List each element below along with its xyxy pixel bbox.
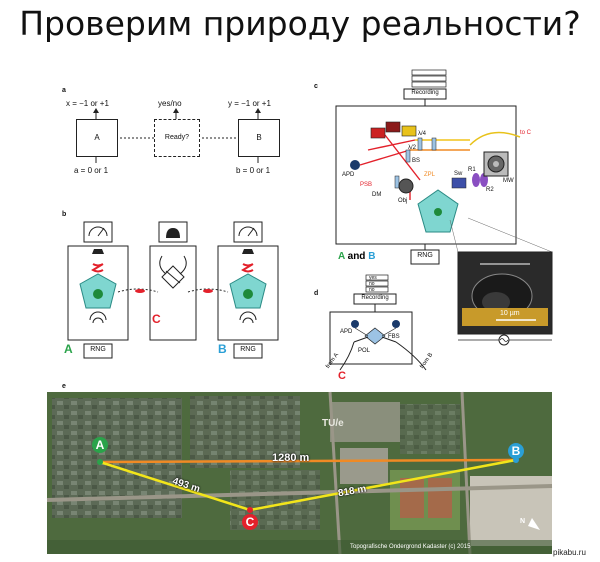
panel-e-letter: e [62, 383, 66, 390]
yes-label: yes [369, 275, 377, 281]
tu-logo-text: TU/e [322, 418, 344, 429]
sw-label: Sw [454, 171, 463, 177]
bs-label: BS [412, 158, 421, 164]
panel-d-label-c: C [338, 370, 346, 382]
north-label: N [520, 518, 526, 525]
party-b-box: B [238, 119, 280, 157]
to-c-label: to C [520, 130, 532, 136]
distance-ab: 1280 m [272, 452, 310, 464]
ready-label: Ready? [164, 134, 190, 141]
quarter-wave-label: λ/4 [418, 131, 427, 137]
recording-c: Recording [411, 90, 439, 96]
a-and-b-and: and [344, 251, 369, 262]
party-a-label: A [94, 133, 100, 142]
psb-label: PSB [360, 182, 373, 188]
map-marker-c-label: C [245, 515, 255, 529]
map-marker-b: B [508, 443, 524, 459]
a-and-b-label: A and B [338, 251, 375, 262]
no-label-2: no [369, 287, 375, 293]
pol-label: POL [358, 348, 371, 354]
party-b-label: B [256, 133, 262, 142]
a-and-b-b: B [368, 251, 376, 262]
x-label: x = −1 or +1 [66, 99, 109, 108]
map-marker-b-label: B [511, 444, 521, 458]
watermark: pikabu.ru [553, 548, 586, 557]
map-marker-a: A [92, 437, 108, 453]
b-input-label: b = 0 or 1 [236, 166, 271, 175]
map-marker-c: C [242, 514, 258, 530]
scale-bar-label: 10 µm [500, 310, 520, 317]
r1-label: R1 [468, 167, 476, 173]
r2-label: R2 [486, 187, 494, 193]
panel-b-label-c: C [152, 312, 161, 326]
panel-a-letter: a [62, 87, 66, 94]
recording-d: Recording [361, 295, 389, 301]
party-a-box: A [76, 119, 118, 157]
fbs-label: FBS [388, 334, 400, 340]
panel-c-letter: c [314, 83, 318, 90]
a-and-b-a: A [338, 251, 345, 262]
panel-b-label-b: B [218, 342, 227, 356]
rng-right: RNG [240, 346, 256, 353]
a-input-label: a = 0 or 1 [74, 166, 109, 175]
map-credit: Topografische Ondergrond Kadaster (c) 20… [350, 544, 471, 550]
y-label: y = −1 or +1 [228, 99, 271, 108]
apd-c: APD [342, 172, 355, 178]
yesno-label: yes/no [158, 99, 182, 108]
panel-b-letter: b [62, 211, 67, 218]
dm-label: DM [372, 192, 382, 198]
half-wave-label: λ/2 [408, 145, 417, 151]
apd-d: APD [340, 329, 353, 335]
map-marker-a-label: A [95, 438, 105, 452]
panel-b-label-a: A [64, 342, 73, 356]
ready-box: Ready? [154, 119, 200, 157]
obj-label: Obj [398, 198, 408, 204]
rng-c: RNG [417, 252, 433, 259]
mw-label: MW [503, 178, 514, 184]
slide-title: Проверим природу реальности? [19, 4, 581, 43]
rng-left: RNG [90, 346, 106, 353]
no-label-1: no [369, 281, 375, 287]
panel-d-letter: d [314, 290, 319, 297]
zpl-label: ZPL [424, 172, 436, 178]
